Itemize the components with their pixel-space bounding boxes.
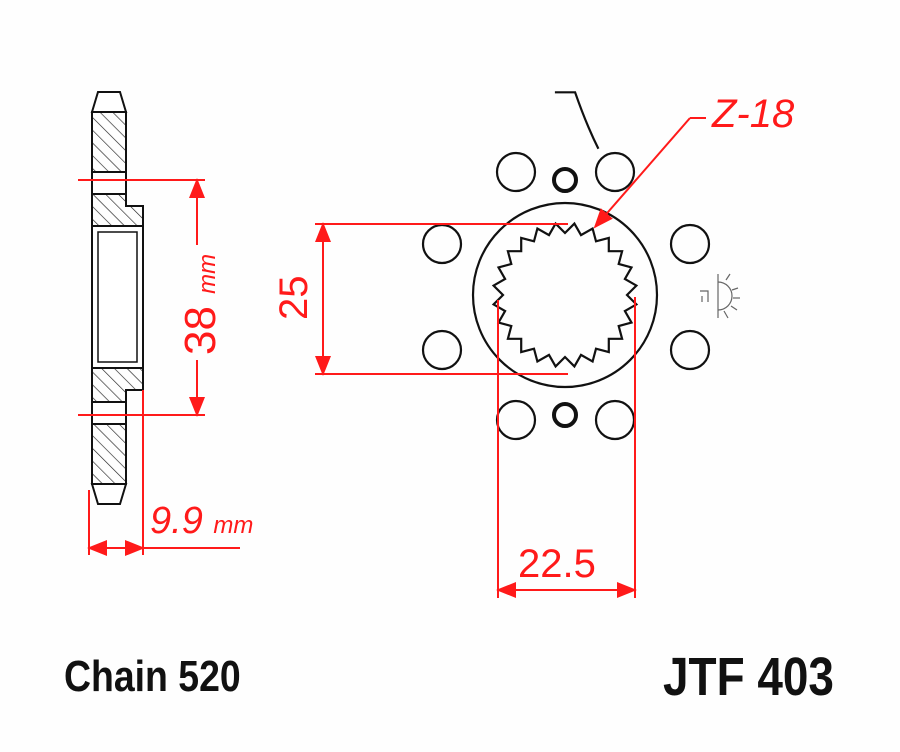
hub-diameter-unit: mm — [194, 253, 221, 294]
front-dimensions — [315, 117, 706, 598]
teeth-count-label: Z-18 — [712, 92, 795, 136]
sprocket-front-view — [421, 91, 711, 441]
hub-diameter-value: 38 — [176, 306, 225, 355]
offset-label: 9.9 mm — [150, 500, 253, 543]
side-profile — [90, 91, 144, 505]
spline-width-label: 22.5 — [518, 542, 596, 586]
spline-height-label: 25 — [272, 275, 316, 321]
sun-symbol-icon — [700, 273, 740, 319]
offset-value: 9.9 — [150, 500, 203, 542]
offset-unit: mm — [213, 512, 254, 539]
hub-diameter-label: 38 mm — [176, 254, 226, 355]
side-dimensions — [78, 178, 240, 556]
part-number-label: JTF 403 — [663, 647, 834, 707]
chain-size-label: Chain 520 — [64, 652, 241, 701]
